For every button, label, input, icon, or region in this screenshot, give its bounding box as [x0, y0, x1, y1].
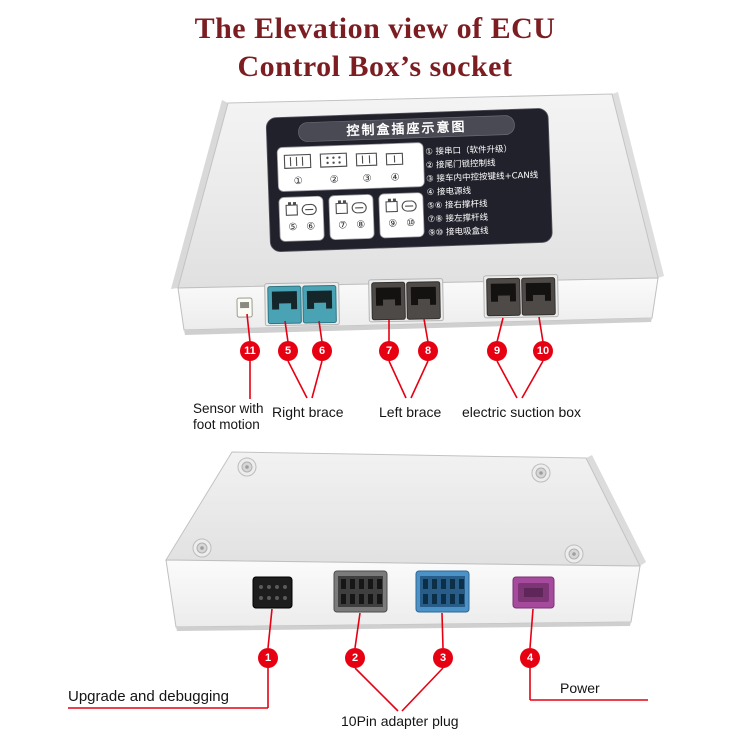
legend-row-4: ④ 接电源线 [427, 185, 472, 198]
panel-socket-box-56: ⑤ ⑥ [278, 195, 325, 242]
connector-icon-1 [283, 153, 312, 169]
panel-num-7: ⑦ [338, 220, 347, 231]
panel-socket-box-78: ⑦ ⑧ [328, 194, 375, 241]
legend-row-7: ⑨⑩ 接电吸盒线 [428, 225, 489, 238]
socket-6 [302, 285, 337, 324]
panel-num-2: ② [330, 175, 339, 186]
connector-1-upgrade-port [252, 576, 293, 609]
callout-badge-4: 4 [520, 648, 540, 668]
callout-badge-6: 6 [312, 341, 332, 361]
socket-9 [486, 277, 521, 317]
callout-line [496, 360, 518, 399]
legend-row-1: ① 接串口（软件升级） [425, 143, 512, 157]
callout-line [496, 317, 504, 343]
label-left-brace: Left brace [379, 404, 442, 420]
panel-socket-box-910: ⑨ ⑩ [378, 192, 425, 239]
label-10pin-adapter-plug: 10Pin adapter plug [341, 713, 459, 729]
connector-icon-4 [385, 152, 404, 166]
callout-badge-5: 5 [278, 341, 298, 361]
mounting-foot [531, 463, 551, 483]
label-electric-suction-box: electric suction box [462, 404, 582, 420]
legend-row-3: ③ 接车内中控按键线+CAN线 [426, 170, 539, 185]
callout-badge-10: 10 [533, 341, 553, 361]
mounting-foot [192, 538, 212, 558]
panel-num-8: ⑧ [356, 220, 365, 231]
page-title-line2: Control Box’s socket [237, 49, 513, 83]
panel-header-text: 控制盒插座示意图 [346, 119, 467, 139]
callout-line [529, 608, 534, 649]
callout-line [287, 360, 308, 399]
socket-diagram-panel: 控制盒插座示意图 [265, 108, 553, 252]
callout-line [423, 318, 429, 343]
label-right-brace: Right brace [272, 404, 344, 420]
label-sensor-line2: foot motion [193, 416, 260, 432]
socket-5 [267, 285, 302, 325]
callout-badge-7: 7 [379, 341, 399, 361]
socket-7 [371, 281, 406, 321]
connector-2-10pin-gray [333, 570, 388, 613]
connector-icon-3 [355, 152, 378, 167]
page-title-line1: The Elevation view of ECU [194, 12, 556, 45]
connector-3-10pin-blue [415, 570, 470, 613]
panel-num-4: ④ [391, 172, 400, 183]
panel-num-5: ⑤ [288, 222, 297, 233]
connector-icon-2 [319, 152, 348, 168]
label-power: Power [560, 680, 600, 696]
callout-badge-1: 1 [258, 648, 278, 668]
page-title: The Elevation view of ECU Control Box’s … [0, 10, 750, 86]
top-callout-lines [246, 313, 544, 399]
callout-line [318, 320, 323, 343]
panel-num-3: ③ [363, 173, 372, 184]
callout-badge-2: 2 [345, 648, 365, 668]
legend-row-2: ② 接尾门锁控制线 [426, 158, 497, 171]
top-device-sockets [236, 274, 559, 327]
sensor-connector-11 [236, 297, 253, 318]
panel-num-9: ⑨ [388, 218, 397, 229]
label-sensor-line1: Sensor with [193, 401, 264, 416]
callout-line [388, 360, 407, 399]
mounting-foot [237, 457, 257, 477]
bottom-device-connectors [252, 570, 555, 613]
callout-badge-11: 11 [240, 341, 260, 361]
callout-line [311, 360, 323, 399]
panel-num-1: ① [294, 176, 303, 187]
socket-10 [521, 277, 556, 316]
connector-4-power [512, 576, 555, 609]
panel-num-6: ⑥ [306, 221, 315, 232]
bottom-callout-lines [68, 608, 648, 712]
callout-badge-3: 3 [433, 648, 453, 668]
callout-line [267, 608, 273, 649]
socket-8 [406, 281, 441, 320]
callout-line [441, 612, 444, 649]
mounting-foot [564, 544, 584, 564]
callout-line [354, 612, 361, 649]
legend-row-6: ⑦⑧ 接左撑杆线 [427, 212, 488, 225]
legend-row-5: ⑤⑥ 接右撑杆线 [427, 198, 488, 211]
callout-badge-8: 8 [418, 341, 438, 361]
label-upgrade-debugging: Upgrade and debugging [68, 688, 229, 705]
callout-line [538, 316, 544, 343]
panel-header-bar [298, 115, 515, 142]
callout-line [246, 313, 251, 343]
panel-legend: ① 接串口（软件升级） ② 接尾门锁控制线 ③ 接车内中控按键线+CAN线 ④ … [425, 143, 539, 238]
callout-badge-9: 9 [487, 341, 507, 361]
panel-num-10: ⑩ [406, 218, 415, 229]
callout-line [354, 667, 399, 712]
panel-socket-box-1234: ① ② ③ ④ [276, 142, 425, 192]
callout-line [401, 667, 444, 712]
callout-line [410, 360, 429, 399]
callout-line [521, 360, 544, 399]
ecu-box-bottom-view [165, 451, 646, 631]
label-sensor-foot-motion: Sensor with foot motion [193, 401, 264, 432]
callout-line [284, 320, 289, 343]
